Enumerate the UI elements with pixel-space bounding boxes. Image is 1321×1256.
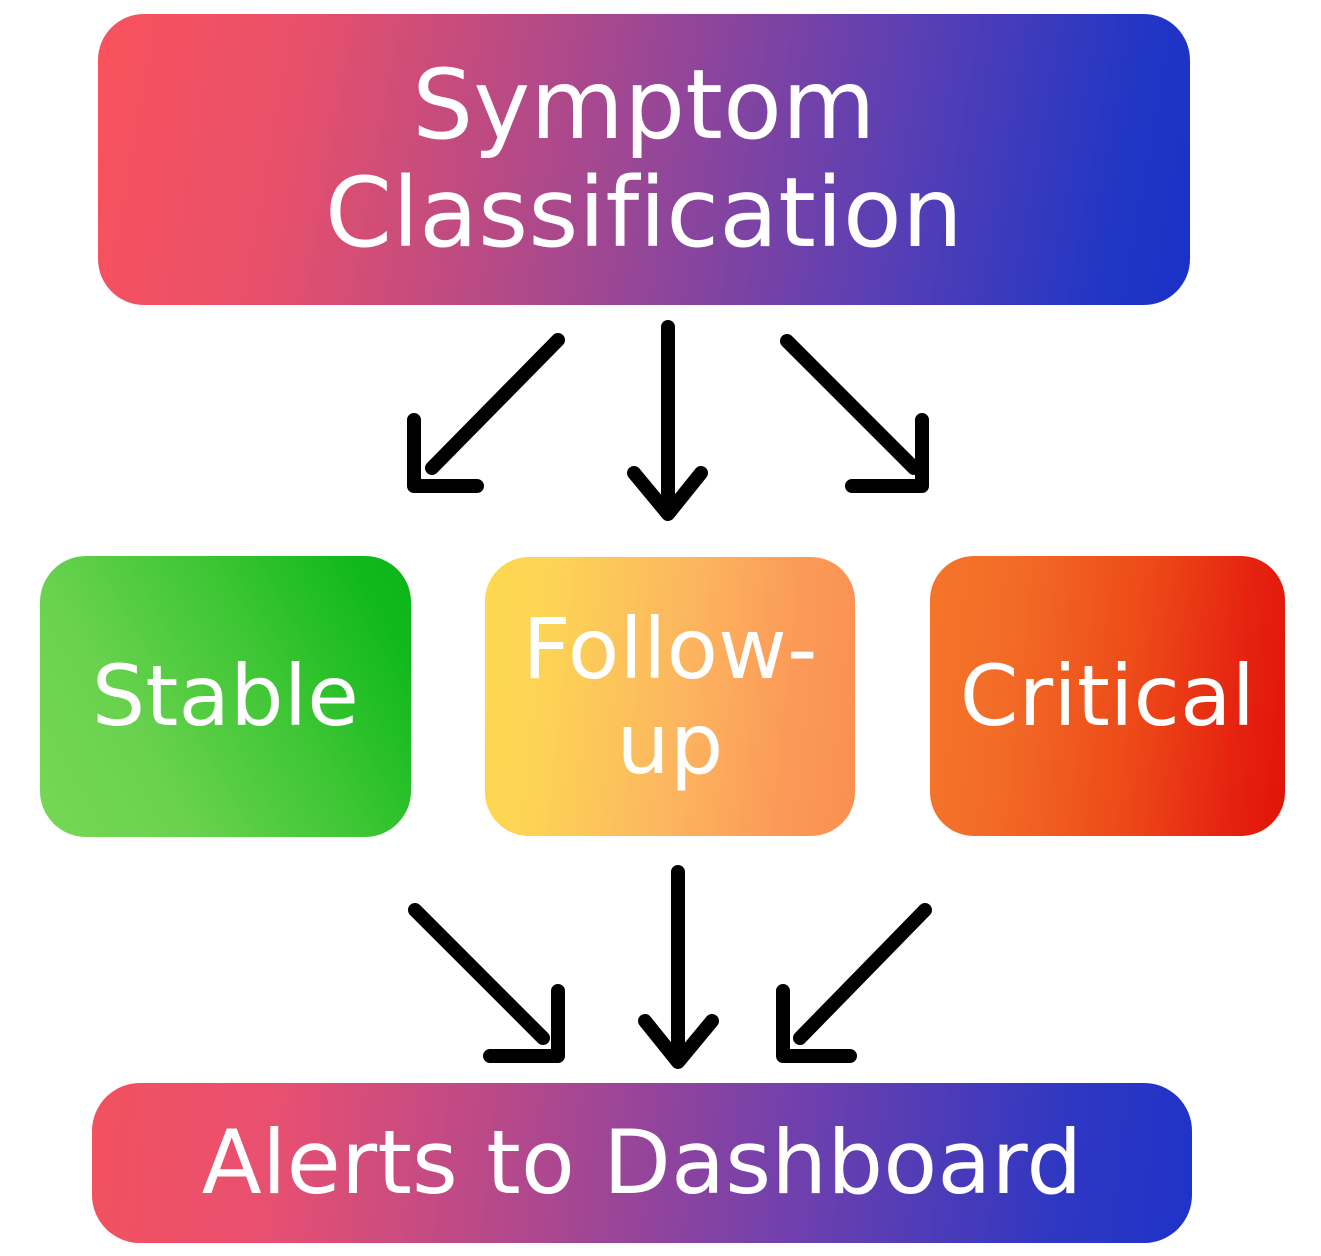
node-stable-label: Stable bbox=[91, 647, 360, 746]
arrow-stable-to-alerts-icon bbox=[408, 903, 565, 1063]
node-follow-up[interactable]: Follow- up bbox=[485, 557, 855, 836]
arrow-symptom-to-stable-icon bbox=[407, 333, 565, 493]
node-symptom-classification[interactable]: Symptom Classification bbox=[98, 14, 1190, 305]
arrow-symptom-to-follow-up-icon bbox=[627, 320, 708, 521]
arrow-symptom-to-critical-icon bbox=[780, 334, 929, 493]
node-critical-label: Critical bbox=[959, 646, 1256, 745]
node-stable[interactable]: Stable bbox=[40, 556, 411, 837]
node-critical[interactable]: Critical bbox=[930, 556, 1285, 836]
node-alerts-to-dashboard[interactable]: Alerts to Dashboard bbox=[92, 1083, 1192, 1243]
arrow-follow-up-to-alerts-icon bbox=[638, 865, 719, 1069]
node-alerts-to-dashboard-label: Alerts to Dashboard bbox=[201, 1110, 1083, 1214]
node-follow-up-label: Follow- up bbox=[522, 600, 818, 793]
node-symptom-classification-label: Symptom Classification bbox=[324, 48, 963, 269]
arrow-critical-to-alerts-icon bbox=[776, 903, 932, 1063]
